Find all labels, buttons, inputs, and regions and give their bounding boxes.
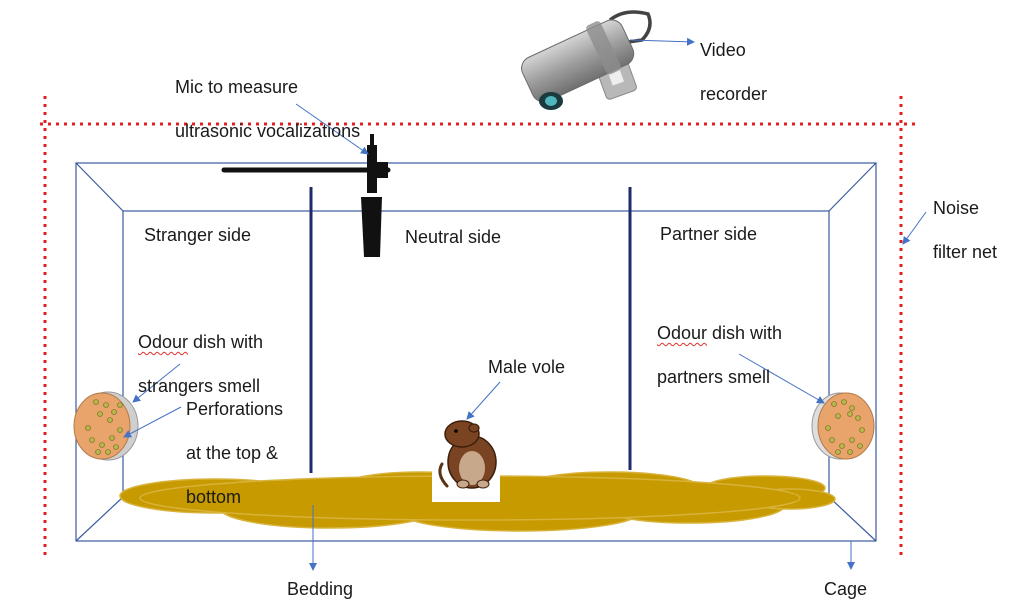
cage-label: Cage: [824, 579, 868, 599]
arrow-noise: [902, 211, 927, 245]
odour-stranger-word: Odour: [138, 332, 189, 352]
arrows: [123, 37, 927, 571]
odour-stranger-line2: strangers smell: [138, 376, 261, 396]
video-label-line2: recorder: [700, 84, 768, 104]
mic-label-line1: Mic to measure: [175, 77, 299, 97]
mic-label-line2: ultrasonic vocalizations: [175, 121, 361, 141]
video-label-line1: Video: [700, 40, 746, 60]
odour-partner-line1: Odour dish with: [657, 322, 782, 344]
partner-side-label: Partner side: [660, 224, 758, 244]
arrow-vole: [466, 381, 501, 420]
mic-label: Mic to measure ultrasonic vocalizations: [175, 54, 360, 164]
bedding-label: Bedding: [287, 579, 354, 599]
arrow-video: [629, 37, 695, 46]
perforations-label: Perforations at the top & bottom: [186, 376, 283, 530]
noise-label-line1: Noise: [933, 198, 980, 218]
noise-label-line2: filter net: [933, 242, 998, 262]
odour-stranger-line1: Odour dish with: [138, 331, 263, 353]
noise-filter-label: Noise filter net: [933, 175, 997, 285]
arrow-mic: [295, 103, 369, 155]
vole-icon: [432, 420, 500, 502]
perforations-line1: Perforations: [186, 399, 284, 419]
neutral-side-label: Neutral side: [405, 227, 502, 247]
video-recorder-label: Video recorder: [700, 17, 767, 127]
odour-partner-word: Odour: [657, 323, 708, 343]
noise-filter-net: [40, 96, 918, 560]
arrow-partner-dish: [738, 353, 825, 404]
odour-dish-stranger-label: Odour dish with strangers smell: [138, 309, 263, 419]
odour-partner-line2: partners smell: [657, 367, 771, 387]
arrow-perforations: [123, 406, 182, 438]
petri-dish-partner: [811, 392, 875, 460]
male-vole-label: Male vole: [488, 357, 566, 377]
microphone-icon: [221, 134, 391, 257]
odour-partner-rest: dish with: [707, 323, 783, 343]
arrow-stranger-dish: [132, 363, 181, 403]
perforations-line2: at the top &: [186, 443, 279, 463]
perforations-line3: bottom: [186, 487, 242, 507]
petri-dish-stranger: [73, 391, 139, 461]
odour-dish-partner-label: Odour dish with partners smell: [657, 300, 782, 410]
odour-stranger-rest: dish with: [188, 332, 264, 352]
security-camera-icon: [521, 10, 652, 110]
stranger-side-label: Stranger side: [144, 225, 252, 245]
